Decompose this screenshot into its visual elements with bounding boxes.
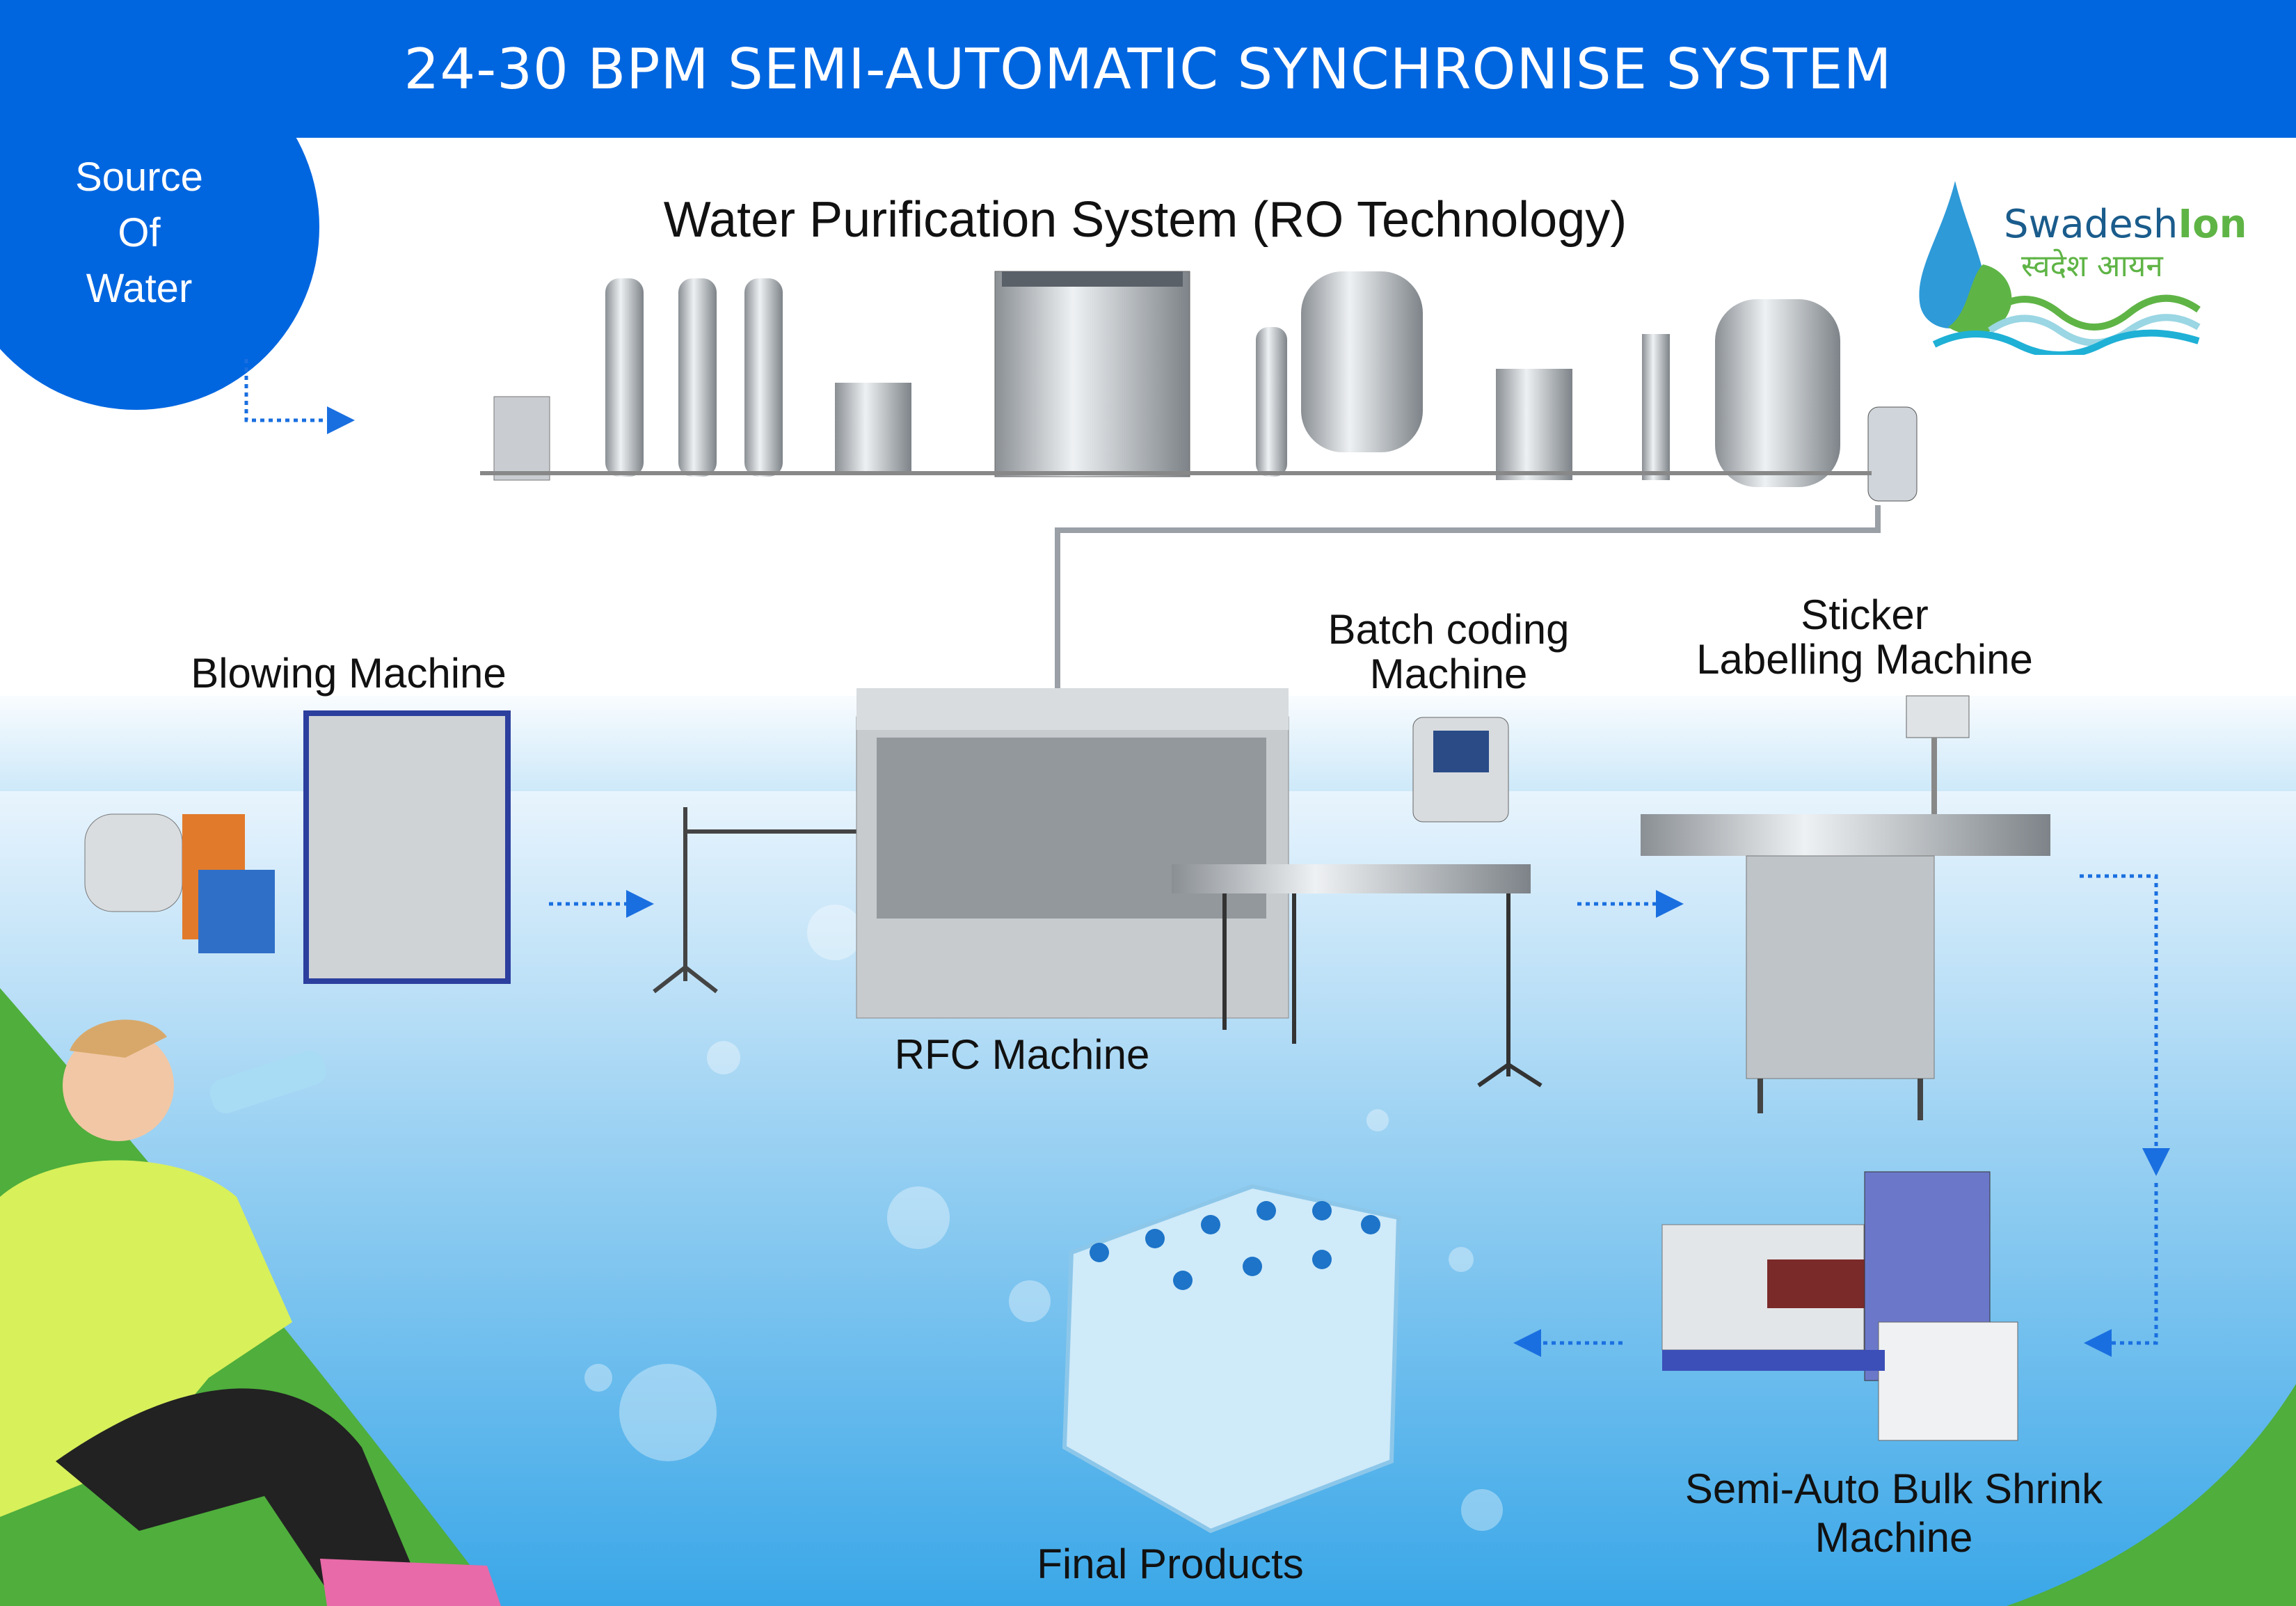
water-drop-leaf-icon	[1919, 181, 2201, 355]
ro-plant-image	[480, 271, 1918, 502]
source-line-2: Of	[118, 210, 161, 255]
woman-drinking-image	[0, 1019, 501, 1606]
batch-line-2: Machine	[1369, 651, 1528, 697]
arrow-labelling-to-shrink	[2080, 874, 2170, 1176]
shrink-machine-image	[1661, 1171, 2018, 1441]
shrink-line-2: Machine	[1815, 1514, 1973, 1561]
source-line-3: Water	[86, 266, 193, 311]
arrow-shrink-entry	[2084, 1183, 2158, 1357]
swadeshion-logo: SwadeshIon स्वदेश आयन	[1906, 174, 2247, 355]
label-rfc-machine: RFC Machine	[894, 1031, 1150, 1078]
ro-system-title: Water Purification System (RO Technology…	[663, 192, 1627, 248]
label-batch-coding-machine: Batch coding Machine	[1328, 607, 1570, 697]
page-title: 24-30 BPM SEMI-AUTOMATIC SYNCHRONISE SYS…	[404, 36, 1892, 102]
flow-arrows	[244, 359, 2170, 1357]
rfc-machine-image	[856, 688, 1542, 1088]
supply-pipe	[1055, 505, 1881, 696]
blowing-machine-image	[84, 710, 511, 984]
label-blowing-machine: Blowing Machine	[191, 650, 507, 697]
green-hill-right	[2007, 1384, 2296, 1606]
batch-coding-machine-image	[1412, 717, 1509, 822]
final-products-image	[1062, 1184, 1401, 1534]
sticker-labelling-machine-image	[1641, 695, 2050, 1120]
logo-hindi-wordmark: स्वदेश आयन	[2021, 248, 2163, 284]
source-of-water-label: Source Of Water	[75, 150, 203, 317]
bottle-feed-stand	[653, 807, 863, 994]
sticker-line-2: Labelling Machine	[1696, 636, 2033, 683]
shrink-line-1: Semi-Auto Bulk Shrink	[1684, 1465, 2103, 1512]
sticker-line-1: Sticker	[1801, 591, 1929, 638]
source-line-1: Source	[75, 154, 203, 200]
logo-wordmark: SwadeshIon	[2004, 202, 2247, 247]
label-sticker-labelling-machine: Sticker Labelling Machine	[1696, 593, 2033, 682]
batch-line-1: Batch coding	[1328, 606, 1570, 653]
label-final-products: Final Products	[1037, 1541, 1304, 1587]
label-shrink-machine: Semi-Auto Bulk Shrink Machine	[1685, 1465, 2103, 1562]
arrow-source-to-ro	[244, 359, 355, 434]
bubbles	[584, 905, 1503, 1531]
